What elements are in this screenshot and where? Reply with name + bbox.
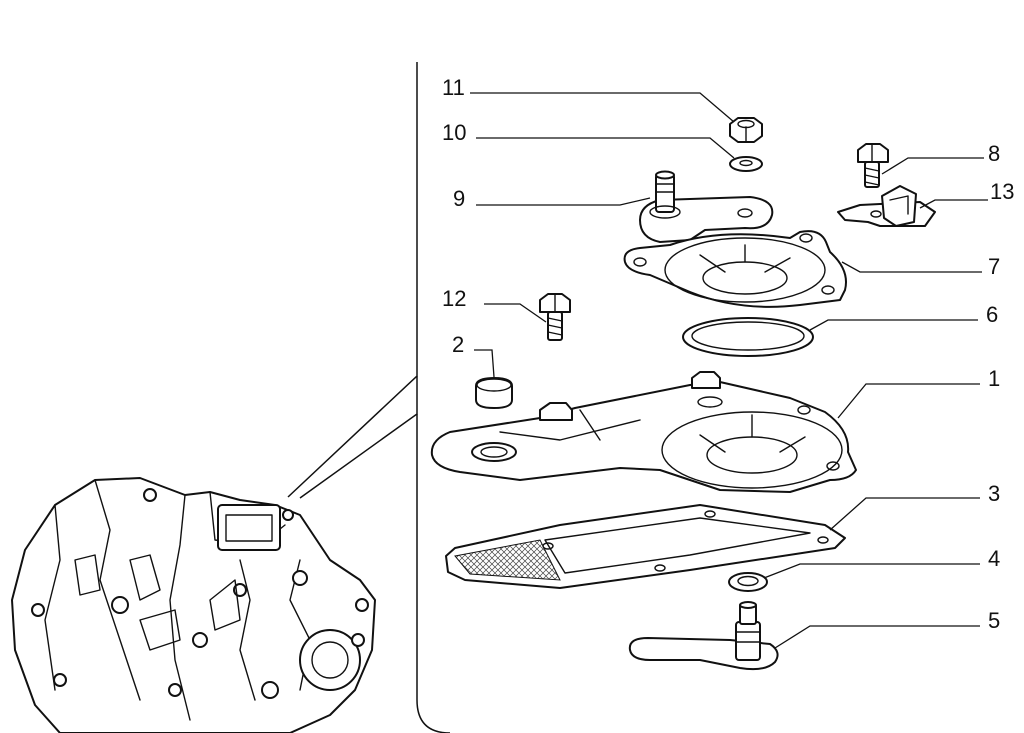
- callout-12: 12: [442, 286, 466, 311]
- part-13-clip-bracket: [837, 185, 936, 227]
- part-7-diaphragm-cover: [623, 230, 847, 308]
- callout-6: 6: [986, 302, 998, 327]
- callout-10: 10: [442, 120, 466, 145]
- callout-4: 4: [988, 546, 1000, 571]
- callout-7: 7: [988, 254, 1000, 279]
- callout-labels: 11 10 9 8 13 7 6 12 2 1 3 4 5: [442, 75, 1014, 633]
- callout-5: 5: [988, 608, 1000, 633]
- leader-lines: [470, 92, 988, 649]
- callout-1: 1: [988, 366, 1000, 391]
- part-6-o-ring: [682, 317, 814, 357]
- callout-11: 11: [442, 75, 465, 100]
- transmission-housing-illustration: [11, 477, 376, 733]
- part-8-bolt: [857, 143, 889, 188]
- part-12-bolt: [539, 293, 571, 341]
- callout-8: 8: [988, 141, 1000, 166]
- part-9-stud-bracket: [639, 170, 774, 243]
- part-5-selector-lever: [628, 601, 779, 671]
- part-1-housing-cover: [430, 371, 857, 493]
- part-10-washer: [729, 156, 763, 172]
- callout-2: 2: [452, 332, 464, 357]
- part-2-plug-cap: [475, 377, 513, 409]
- part-4-seal-ring: [728, 572, 768, 592]
- callout-13: 13: [990, 179, 1014, 204]
- callout-3: 3: [988, 481, 1000, 506]
- callout-9: 9: [453, 186, 465, 211]
- part-11-nut: [729, 117, 763, 143]
- part-3-gasket: [445, 504, 846, 589]
